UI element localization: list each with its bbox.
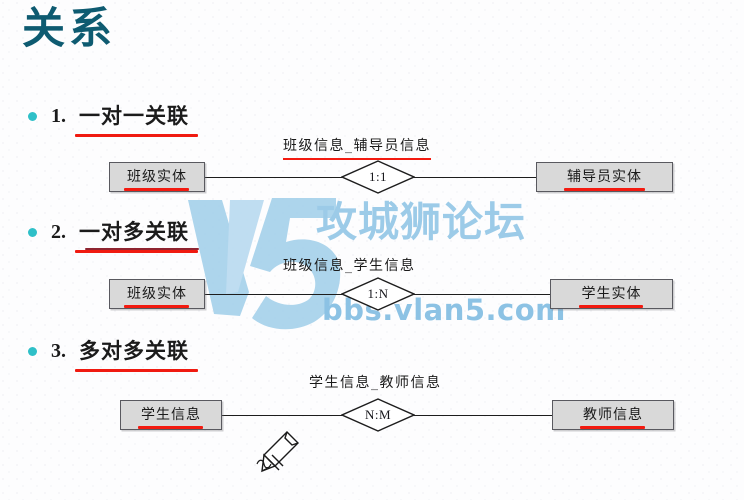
er-connector-right-3 bbox=[414, 415, 552, 416]
entity-box-student[interactable]: 学生实体 bbox=[550, 279, 673, 309]
red-underline bbox=[578, 304, 644, 308]
list-item-number: 2. bbox=[51, 220, 66, 243]
bullet-dot-icon bbox=[28, 111, 37, 121]
entity-text: 学生信息 bbox=[141, 406, 201, 423]
list-item-text: 一对多关联 bbox=[79, 220, 189, 244]
entity-label: 班级实体 bbox=[124, 168, 189, 191]
relationship-caption-3: 学生信息_教师信息 bbox=[309, 376, 442, 392]
relationship-caption-2: 班级信息_学生信息 bbox=[283, 259, 416, 275]
relationship-caption-text: 班级信息_辅导员信息 bbox=[283, 138, 431, 154]
cardinality-label: 1:1 bbox=[368, 169, 388, 184]
entity-label: 学生信息 bbox=[138, 406, 203, 429]
entity-label: 班级实体 bbox=[124, 285, 189, 308]
red-underline bbox=[580, 425, 645, 429]
red-underline bbox=[138, 425, 203, 429]
list-item-label: 一对一关联 bbox=[75, 100, 199, 137]
er-connector-left-1 bbox=[205, 177, 342, 178]
entity-text: 班级实体 bbox=[127, 285, 187, 302]
red-underline bbox=[124, 187, 189, 191]
cardinality-label: 1:N bbox=[367, 286, 389, 301]
red-underline bbox=[283, 157, 431, 160]
red-underline bbox=[75, 250, 199, 253]
red-underline bbox=[75, 369, 199, 372]
er-connector-left-2 bbox=[205, 294, 342, 295]
entity-text: 班级实体 bbox=[127, 168, 187, 185]
cardinality-label: N:M bbox=[364, 407, 392, 422]
er-connector-left-3 bbox=[222, 415, 342, 416]
dark-underline bbox=[85, 248, 200, 250]
er-connector-right-1 bbox=[414, 177, 536, 178]
entity-box-teacher-info[interactable]: 教师信息 bbox=[552, 400, 674, 430]
list-item-2: 2. 一对多关联 bbox=[28, 216, 200, 253]
entity-text: 辅导员实体 bbox=[567, 168, 642, 185]
cardinality-diamond-2: 1:N bbox=[341, 277, 415, 311]
relationship-caption-text: 学生信息_教师信息 bbox=[309, 375, 442, 391]
list-item-1: 1. 一对一关联 bbox=[28, 100, 199, 137]
red-underline bbox=[124, 304, 189, 308]
er-connector-right-2 bbox=[414, 294, 550, 295]
entity-label: 教师信息 bbox=[580, 406, 645, 429]
cardinality-diamond-1: 1:1 bbox=[341, 160, 415, 194]
entity-label: 辅导员实体 bbox=[564, 168, 645, 191]
entity-box-class[interactable]: 班级实体 bbox=[109, 162, 205, 192]
list-item-label: 一对多关联 bbox=[75, 216, 200, 253]
entity-box-class-2[interactable]: 班级实体 bbox=[109, 279, 205, 309]
pencil-cursor-icon bbox=[256, 431, 299, 473]
list-item-text: 多对多关联 bbox=[79, 339, 189, 363]
entity-label: 学生实体 bbox=[578, 285, 644, 308]
entity-text: 学生实体 bbox=[581, 285, 642, 302]
list-item-number: 1. bbox=[51, 104, 66, 127]
list-item-text: 一对一关联 bbox=[79, 104, 189, 128]
red-underline bbox=[564, 187, 645, 191]
list-item-label: 多对多关联 bbox=[75, 335, 199, 372]
entity-text: 教师信息 bbox=[583, 406, 643, 423]
bullet-dot-icon bbox=[28, 227, 37, 237]
relationship-caption-text: 班级信息_学生信息 bbox=[283, 258, 416, 274]
entity-box-student-info[interactable]: 学生信息 bbox=[120, 400, 222, 430]
bullet-dot-icon bbox=[28, 346, 37, 356]
cardinality-diamond-3: N:M bbox=[341, 398, 415, 432]
list-item-3: 3. 多对多关联 bbox=[28, 335, 199, 372]
page-title: 关系 bbox=[22, 4, 116, 54]
red-underline bbox=[75, 134, 199, 137]
list-item-number: 3. bbox=[51, 339, 66, 362]
entity-box-counselor[interactable]: 辅导员实体 bbox=[536, 162, 673, 192]
relationship-caption-1: 班级信息_辅导员信息 bbox=[283, 138, 431, 160]
